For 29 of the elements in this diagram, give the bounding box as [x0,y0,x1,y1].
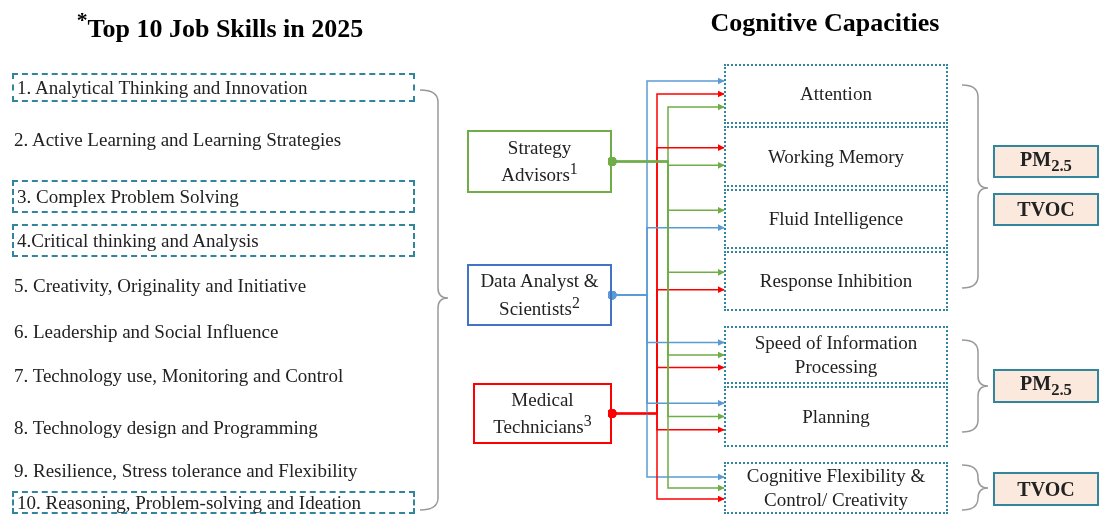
skill-box: 4.Critical thinking and Analysis [12,224,415,257]
capacity-box: Speed of Information Processing [724,326,948,384]
skill-box: 10. Reasoning, Problem-solving and Ideation [12,491,415,514]
arrow [607,290,725,481]
list-item: 5. Creativity, Originality and Initiative [14,275,307,297]
list-item: 9. Resilience, Stress tolerance and Flexibility [14,460,358,482]
list-item: 8. Technology design and Programming [14,417,318,439]
role-box: Medical Technicians$^{3}$ [473,383,612,444]
arrow [607,157,725,492]
pollutant-box: PM$_{2.5}$ [993,145,1099,178]
role-box: Data Analyst & Scientists$^{2}$ [467,264,612,326]
pollutant-box: TVOC [993,193,1099,226]
list-item: 2. Active Learning and Learning Strategies [14,129,342,151]
skill-box: 3. Complex Problem Solving [12,180,415,213]
capacity-box: Attention [724,64,948,124]
role-box: Strategy Advisors$^{1}$ [467,130,612,193]
capacity-box: Cognitive Flexibility & Control/ Creativity [724,462,948,514]
capacity-box: Response Inhibition [724,251,948,311]
capacity-box: Working Memory [724,126,948,187]
list-item: 6. Leadership and Social Influence [14,321,279,343]
capacity-box: Fluid Intelligence [724,189,948,249]
skill-box: 1. Analytical Thinking and Innovation [12,73,415,102]
capacity-box: Planning [724,386,948,447]
heading: Cognitive Capacities [709,8,941,38]
heading: $^{*}$Top 10 Job Skills in 2025 [75,8,365,44]
pollutant-box: TVOC [993,472,1099,506]
arrow [607,409,725,503]
pollutant-box: PM$_{2.5}$ [993,369,1099,403]
list-item: 7. Technology use, Monitoring and Control [14,365,344,387]
